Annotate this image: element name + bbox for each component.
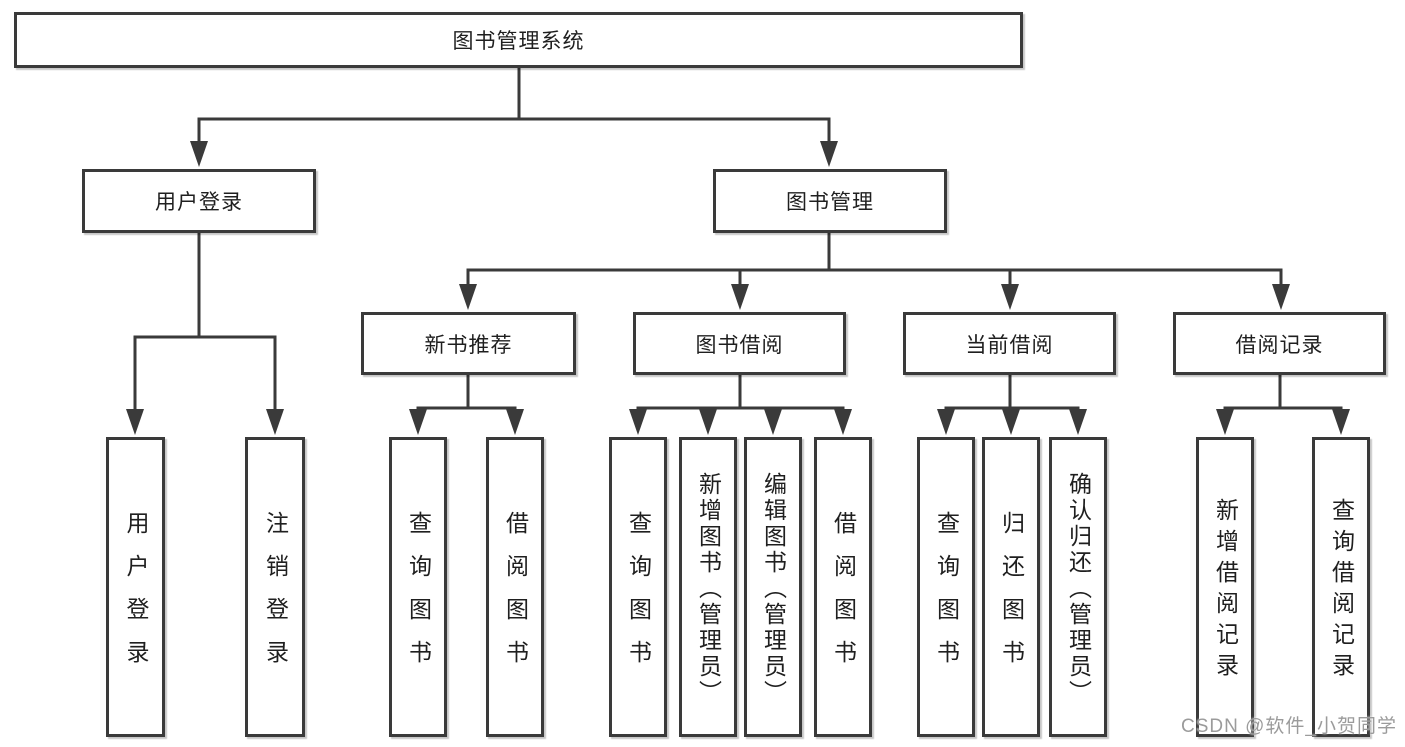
leaf-add-book-admin: 新增图书（管理员） bbox=[679, 437, 737, 737]
leaf-borrow-books: 借阅图书 bbox=[486, 437, 544, 737]
arrowhead bbox=[409, 409, 427, 435]
leaf-user-login: 用户登录 bbox=[106, 437, 165, 737]
arrowhead bbox=[764, 409, 782, 435]
leaf-label: 用户登录 bbox=[123, 511, 149, 683]
arrowhead bbox=[1216, 409, 1234, 435]
leaf-query-books: 查询图书 bbox=[389, 437, 447, 737]
leaf-edit-book-admin: 编辑图书（管理员） bbox=[744, 437, 802, 737]
leaf-label: 新增图书（管理员） bbox=[695, 472, 722, 706]
leaf-label: 查询图书 bbox=[405, 511, 432, 683]
arrowhead bbox=[1272, 284, 1290, 310]
arrowhead bbox=[834, 409, 852, 435]
leaf-label: 注销登录 bbox=[262, 511, 289, 683]
leaf-label: 查询图书 bbox=[625, 511, 652, 683]
connector-newbook-to-leaves bbox=[416, 373, 517, 420]
watermark: CSDN @软件_小贺同学 bbox=[1181, 716, 1397, 737]
leaf-label: 编辑图书（管理员） bbox=[760, 472, 787, 706]
leaf-query-books: 查询图书 bbox=[609, 437, 667, 737]
arrowhead bbox=[1332, 409, 1350, 435]
connector-bookmgmt-to-level3 bbox=[466, 231, 1283, 294]
leaf-logout: 注销登录 bbox=[245, 437, 305, 737]
connector-bookborrow-to-leaves bbox=[636, 373, 845, 420]
arrowhead bbox=[266, 409, 284, 435]
connector-userlogin-to-leaves bbox=[133, 231, 277, 422]
leaf-label: 查询图书 bbox=[933, 511, 960, 683]
arrowhead bbox=[459, 284, 477, 310]
node-book-management: 图书管理 bbox=[713, 169, 947, 233]
arrowhead bbox=[506, 409, 524, 435]
leaf-label: 查询借阅记录 bbox=[1328, 498, 1355, 684]
arrowhead bbox=[1002, 409, 1020, 435]
leaf-add-borrow-record: 新增借阅记录 bbox=[1196, 437, 1254, 737]
arrowhead bbox=[937, 409, 955, 435]
connector-currentborrow-to-leaves bbox=[944, 373, 1080, 420]
node-root: 图书管理系统 bbox=[14, 12, 1023, 68]
connector-records-to-leaves bbox=[1223, 373, 1343, 420]
leaf-label: 确认归还（管理员） bbox=[1065, 472, 1092, 706]
arrowhead bbox=[1069, 409, 1087, 435]
node-user-login: 用户登录 bbox=[82, 169, 316, 233]
node-current-borrowing: 当前借阅 bbox=[903, 312, 1116, 375]
leaf-confirm-return-admin: 确认归还（管理员） bbox=[1049, 437, 1107, 737]
arrowhead bbox=[190, 141, 208, 167]
arrowhead bbox=[731, 284, 749, 310]
leaf-label: 归还图书 bbox=[998, 511, 1025, 683]
leaf-label: 借阅图书 bbox=[830, 511, 857, 683]
node-new-book-recommendation: 新书推荐 bbox=[361, 312, 576, 375]
arrowhead bbox=[699, 409, 717, 435]
leaf-borrow-books: 借阅图书 bbox=[814, 437, 872, 737]
leaf-label: 借阅图书 bbox=[502, 511, 529, 683]
leaf-return-books: 归还图书 bbox=[982, 437, 1040, 737]
arrowhead bbox=[629, 409, 647, 435]
arrowhead bbox=[126, 409, 144, 435]
arrowhead bbox=[1001, 284, 1019, 310]
node-book-borrowing: 图书借阅 bbox=[633, 312, 846, 375]
arrowhead bbox=[820, 141, 838, 167]
leaf-label: 新增借阅记录 bbox=[1212, 498, 1239, 684]
connector-root-to-level2 bbox=[197, 66, 831, 151]
node-borrowing-records: 借阅记录 bbox=[1173, 312, 1386, 375]
leaf-query-borrow-record: 查询借阅记录 bbox=[1312, 437, 1370, 737]
leaf-query-books: 查询图书 bbox=[917, 437, 975, 737]
